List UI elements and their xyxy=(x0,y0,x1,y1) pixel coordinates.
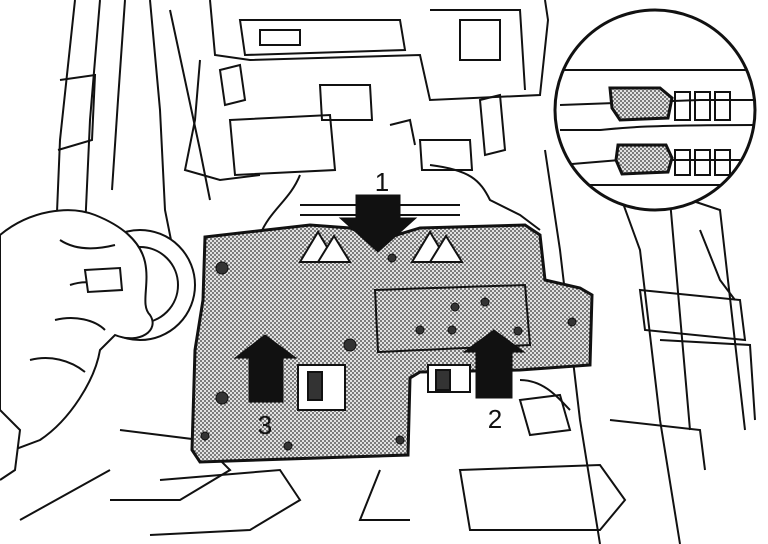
step-label-2: 2 xyxy=(488,404,502,434)
step-label-1: 1 xyxy=(375,167,389,197)
step1-arrow-down-icon xyxy=(338,194,418,253)
step-arrows xyxy=(233,194,526,403)
step-label-3: 3 xyxy=(258,410,272,440)
pad-vents xyxy=(298,230,464,263)
pad-clips xyxy=(297,364,471,411)
pad-inner-panel xyxy=(373,283,532,354)
seat-frame xyxy=(19,0,756,544)
seat-cushion-pad xyxy=(190,223,594,464)
step3-arrow-up-icon xyxy=(233,334,298,403)
hand-illustration xyxy=(0,209,196,481)
detail-magnifier-circle-icon xyxy=(553,8,757,212)
clip-holes xyxy=(200,253,577,451)
step2-arrow-up-icon xyxy=(462,329,526,399)
